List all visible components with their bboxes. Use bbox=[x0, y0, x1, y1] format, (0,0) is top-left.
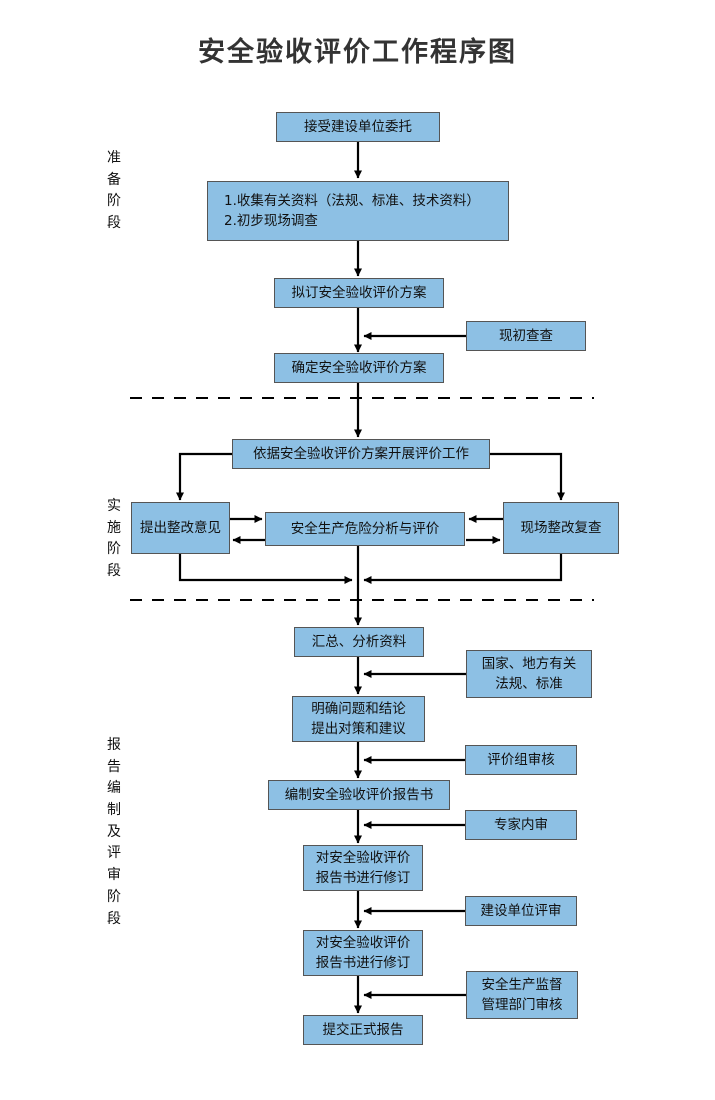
node-hazard-analysis[interactable]: 安全生产危险分析与评价 bbox=[265, 512, 465, 546]
stage-label-implementation: 实施阶段 bbox=[107, 498, 121, 580]
node-collect-data-line1: 1.收集有关资料（法规、标准、技术资料） bbox=[224, 192, 480, 209]
node-site-recheck-label: 现场整改复查 bbox=[520, 519, 602, 536]
node-confirm-plan[interactable]: 确定安全验收评价方案 bbox=[274, 353, 444, 383]
node-eval-group-review[interactable]: 评价组审核 bbox=[465, 745, 577, 775]
node-site-recheck[interactable]: 现场整改复查 bbox=[503, 502, 619, 554]
node-laws-standards[interactable]: 国家、地方有关 法规、标准 bbox=[466, 650, 592, 698]
node-compile-report[interactable]: 编制安全验收评价报告书 bbox=[268, 780, 450, 810]
node-revise-report-first-line1: 对安全验收评价 bbox=[315, 849, 411, 866]
node-revise-report-first-line2: 报告书进行修订 bbox=[315, 870, 411, 886]
node-clarify-problems-line2: 提出对策和建议 bbox=[311, 721, 406, 737]
node-clarify-problems[interactable]: 明确问题和结论 提出对策和建议 bbox=[292, 696, 425, 742]
node-carry-out-evaluation[interactable]: 依据安全验收评价方案开展评价工作 bbox=[232, 439, 490, 469]
node-submit-report[interactable]: 提交正式报告 bbox=[303, 1015, 423, 1045]
node-summarize-data[interactable]: 汇总、分析资料 bbox=[294, 627, 424, 657]
node-preliminary-survey[interactable]: 现初查查 bbox=[466, 321, 586, 351]
node-expert-review[interactable]: 专家内审 bbox=[465, 810, 577, 840]
stage-label-reporting-review: 报告编制及评审阶段 bbox=[107, 737, 121, 927]
node-revise-report-second-line2: 报告书进行修订 bbox=[315, 955, 411, 971]
node-hazard-analysis-label: 安全生产危险分析与评价 bbox=[290, 520, 440, 537]
node-accept-commission[interactable]: 接受建设单位委托 bbox=[276, 112, 440, 142]
node-owner-review[interactable]: 建设单位评审 bbox=[465, 896, 577, 926]
node-collect-data-line2: 2.初步现场调查 bbox=[224, 213, 318, 229]
node-rectification-opinion-label: 提出整改意见 bbox=[140, 519, 221, 536]
node-draft-plan[interactable]: 拟订安全验收评价方案 bbox=[274, 278, 444, 308]
node-laws-standards-line1: 国家、地方有关 bbox=[481, 655, 577, 672]
node-laws-standards-line2: 法规、标准 bbox=[495, 676, 563, 692]
node-collect-data[interactable]: 1.收集有关资料（法规、标准、技术资料） 2.初步现场调查 bbox=[207, 181, 509, 241]
node-authority-review-line2: 管理部门审核 bbox=[481, 997, 563, 1013]
node-clarify-problems-line1: 明确问题和结论 bbox=[311, 700, 406, 717]
node-summarize-data-label: 汇总、分析资料 bbox=[311, 633, 407, 650]
node-eval-group-review-label: 评价组审核 bbox=[487, 751, 555, 768]
node-compile-report-label: 编制安全验收评价报告书 bbox=[284, 786, 434, 803]
node-expert-review-label: 专家内审 bbox=[494, 816, 548, 833]
node-authority-review-line1: 安全生产监督 bbox=[481, 976, 563, 993]
node-owner-review-label: 建设单位评审 bbox=[480, 902, 562, 919]
node-confirm-plan-label: 确定安全验收评价方案 bbox=[291, 359, 427, 376]
node-accept-commission-label: 接受建设单位委托 bbox=[304, 118, 412, 135]
node-preliminary-survey-label: 现初查查 bbox=[499, 327, 553, 344]
stage-label-preparation: 准备阶段 bbox=[107, 150, 121, 232]
node-revise-report-second-line1: 对安全验收评价 bbox=[315, 934, 411, 951]
node-carry-out-evaluation-label: 依据安全验收评价方案开展评价工作 bbox=[253, 445, 469, 462]
node-rectification-opinion[interactable]: 提出整改意见 bbox=[131, 502, 230, 554]
node-draft-plan-label: 拟订安全验收评价方案 bbox=[291, 284, 427, 301]
page-title: 安全验收评价工作程序图 bbox=[198, 37, 517, 68]
node-submit-report-label: 提交正式报告 bbox=[322, 1021, 404, 1038]
node-revise-report-first[interactable]: 对安全验收评价 报告书进行修订 bbox=[303, 845, 423, 891]
node-authority-review[interactable]: 安全生产监督 管理部门审核 bbox=[466, 971, 578, 1019]
node-revise-report-second[interactable]: 对安全验收评价 报告书进行修订 bbox=[303, 930, 423, 976]
